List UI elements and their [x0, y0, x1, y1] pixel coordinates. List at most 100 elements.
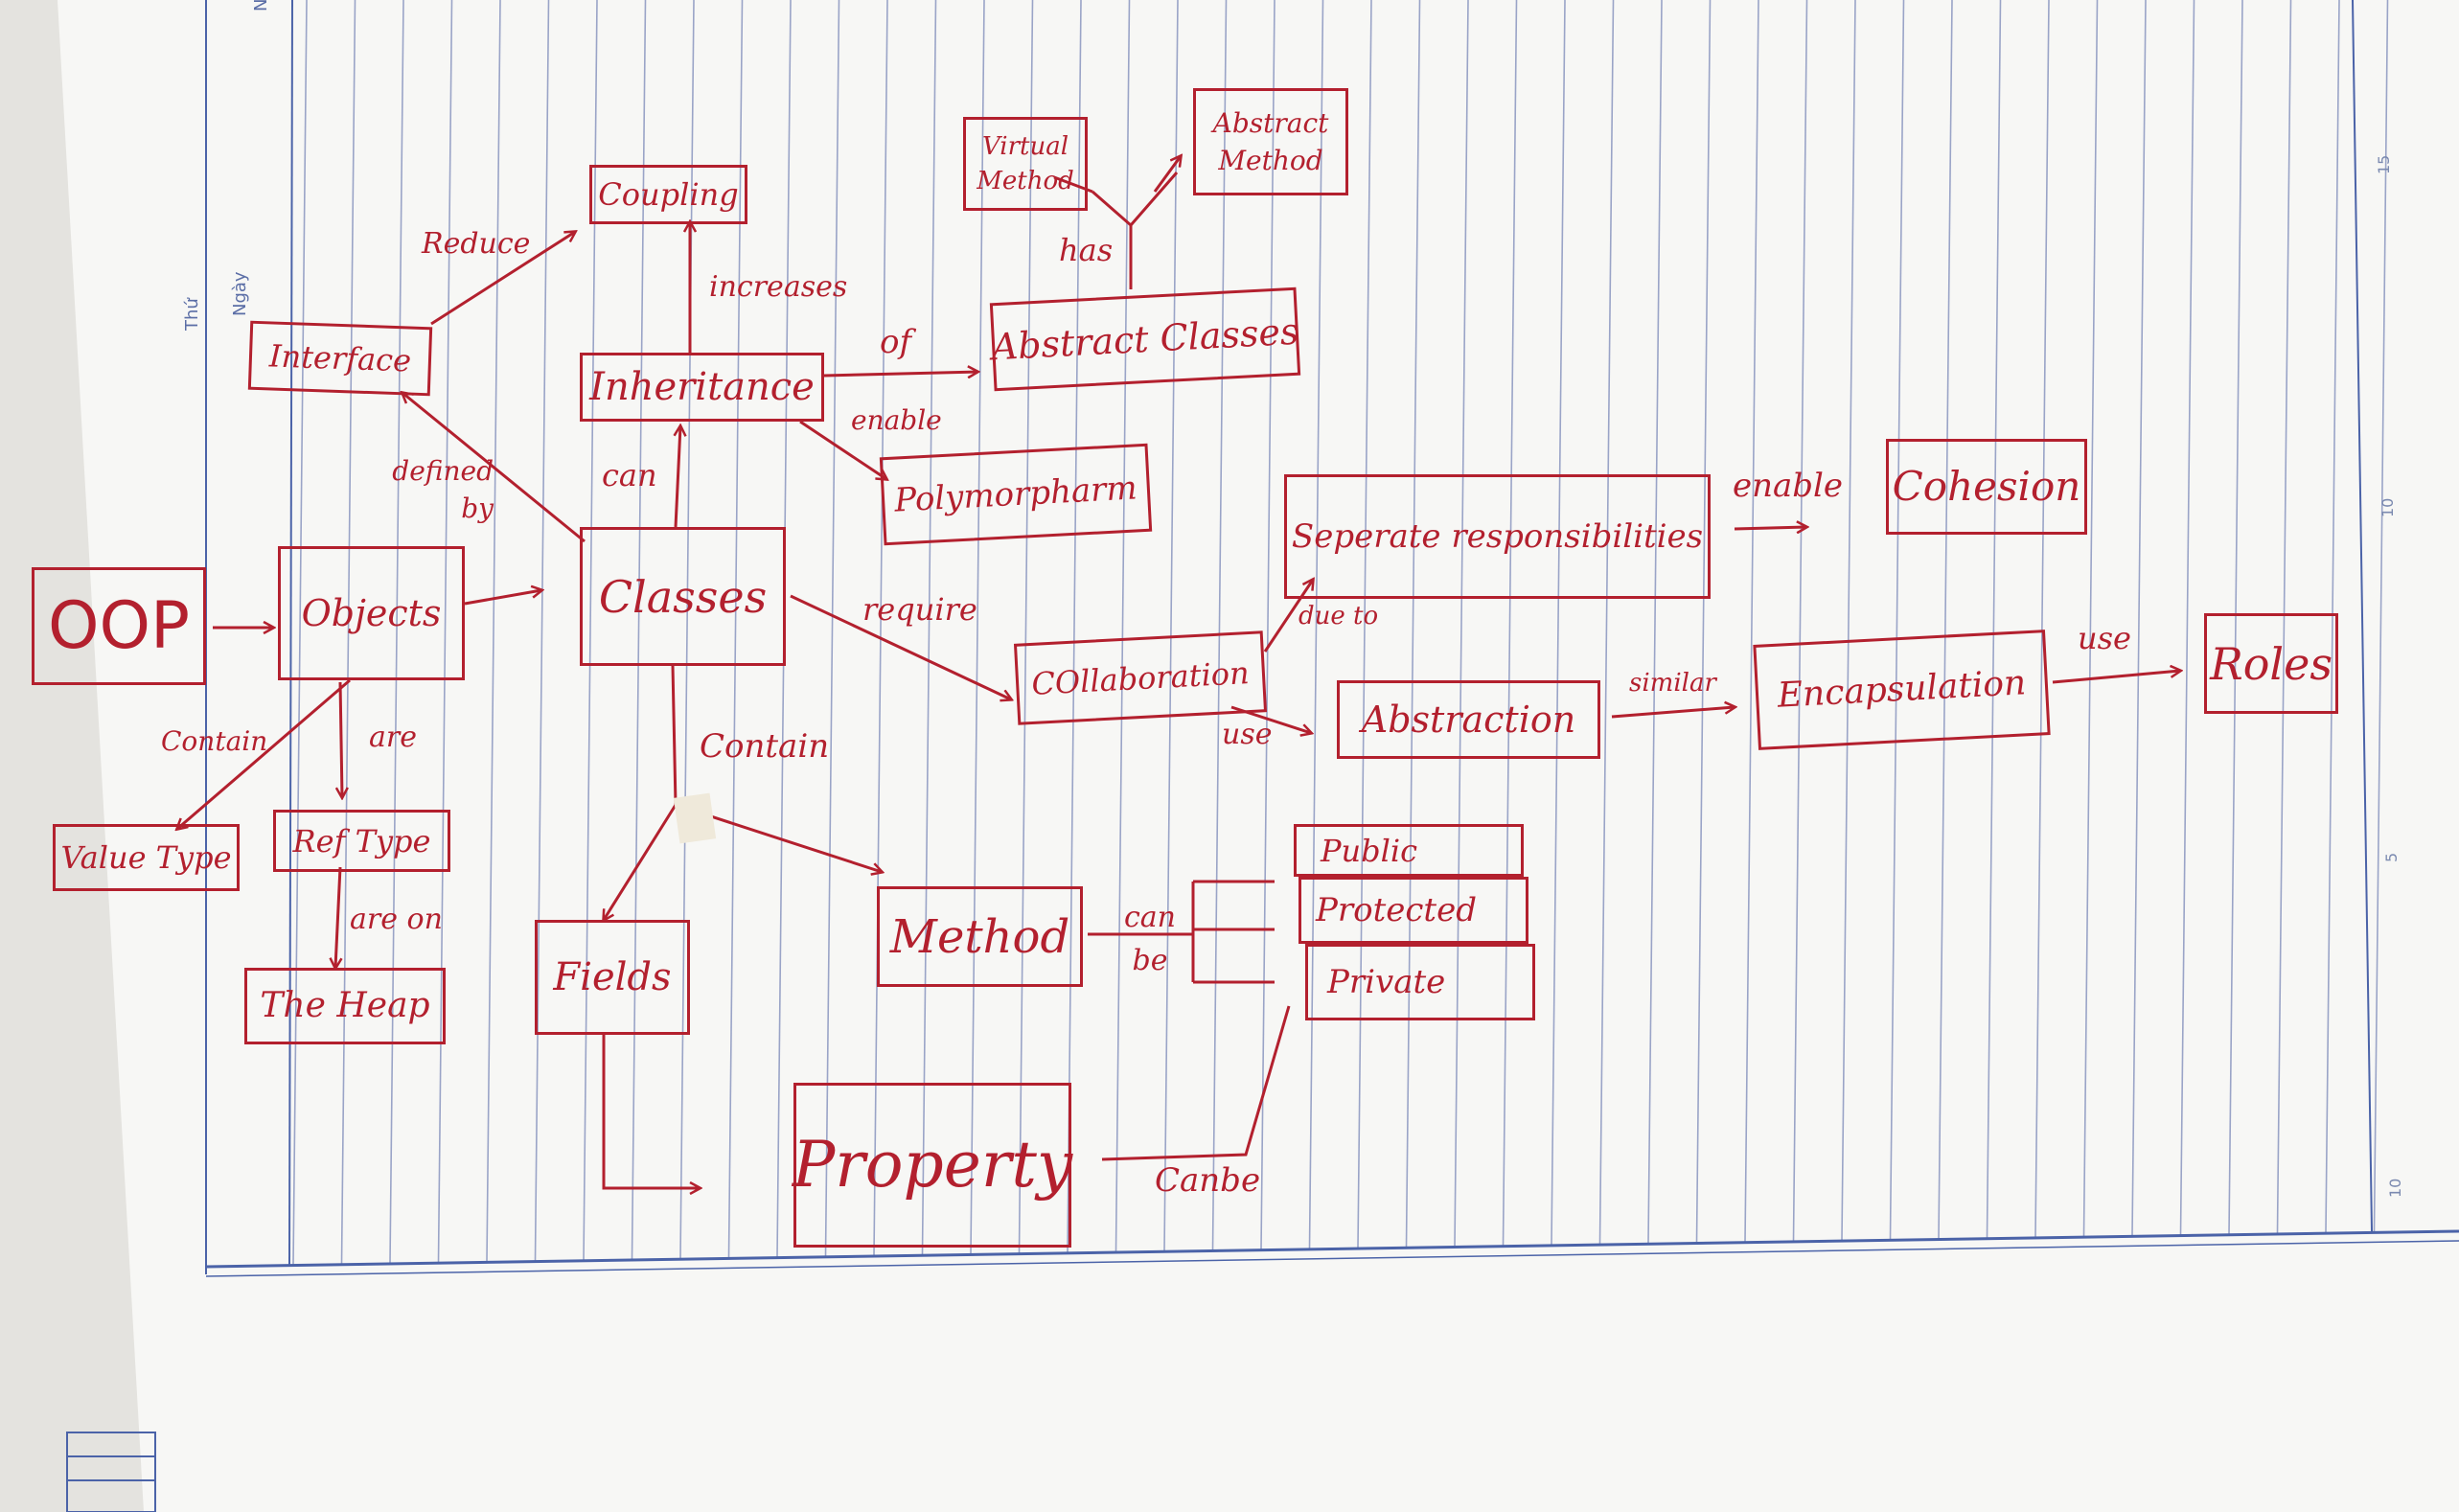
node-protected: Protected [1298, 877, 1528, 944]
ruled-line [1308, 0, 1324, 1249]
ruled-line [1502, 0, 1518, 1247]
ruled-line [1551, 0, 1566, 1246]
label-increases: increases [709, 270, 848, 304]
ruled-line [486, 0, 501, 1262]
node-the-heap: The Heap [244, 968, 446, 1044]
ruled-line [824, 0, 840, 1257]
ruled-line [1792, 0, 1808, 1242]
ruled-line [389, 0, 404, 1264]
node-virtual-method: Virtual Method [963, 117, 1088, 211]
edge-collaboration-abstraction [1230, 705, 1311, 733]
edge-encapsulation-roles [2052, 671, 2180, 684]
ruled-line [1889, 0, 1905, 1240]
node-encapsulation: Encapsulation [1753, 630, 2051, 750]
ruled-line [1405, 0, 1421, 1248]
edge-has-abstractmethod [1153, 156, 1181, 193]
node-abstraction: Abstraction [1337, 680, 1600, 759]
label-contain-classes: Contain [700, 727, 830, 766]
label-reduce: Reduce [422, 227, 531, 261]
edge-objects-classes [464, 590, 541, 606]
ruled-line [1695, 0, 1712, 1243]
node-inheritance: Inheritance [580, 353, 824, 422]
label-has: has [1059, 232, 1114, 268]
edge-classes-collaboration [790, 594, 1011, 699]
edge-property-access [1101, 1005, 1291, 1161]
node-interface: Interface [247, 320, 433, 397]
ruled-line [2373, 0, 2389, 1232]
node-private: Private [1305, 944, 1535, 1020]
node-public: Public [1294, 824, 1524, 877]
label-can-inherit: can [602, 457, 657, 493]
ruled-line [1260, 0, 1275, 1250]
label-similar: similar [1629, 669, 1716, 698]
label-contain-value: Contain [161, 725, 268, 757]
node-ref-type: Ref Type [273, 810, 450, 872]
edge-classes-fields [604, 804, 678, 920]
edge-inheritance-polymorphism [799, 420, 886, 479]
node-value-type: Value Type [53, 824, 240, 891]
edge-reftype-heap [335, 866, 340, 968]
node-abstract-classes: Abstract Classes [989, 286, 1301, 392]
node-polymorphism: Polymorpharm [879, 443, 1153, 546]
edge-interface-coupling [430, 232, 575, 326]
access-bracket [1191, 880, 1275, 984]
label-are-on: are on [350, 903, 443, 936]
ruled-line [1938, 0, 1953, 1239]
ruled-line [1115, 0, 1131, 1252]
node-method: Method [877, 886, 1083, 987]
label-due-to: due to [1298, 602, 1379, 630]
ruled-line [2082, 0, 2099, 1237]
ruled-line [873, 0, 888, 1256]
label-defined-by: defined by [392, 455, 494, 525]
node-roles: Roles [2204, 613, 2338, 714]
label-of: of [880, 323, 912, 361]
edge-inheritance-abstractclasses [823, 372, 977, 376]
ruled-line [2325, 0, 2340, 1233]
ruled-line [340, 0, 356, 1265]
edge-objects-reftype [340, 681, 342, 797]
ruled-line [2179, 0, 2195, 1235]
node-objects: Objects [278, 546, 465, 680]
node-abstract-method: Abstract Method [1193, 88, 1348, 195]
ruled-line [1357, 0, 1372, 1249]
label-canbe-property: Canbe [1155, 1161, 1261, 1200]
ruled-line [2228, 0, 2243, 1235]
ruled-line [534, 0, 550, 1262]
ruled-line [1454, 0, 1469, 1247]
node-oop: OOP [32, 567, 206, 685]
ruled-line [1647, 0, 1663, 1244]
ruled-line [1744, 0, 1759, 1243]
edge-classes-trunk [671, 665, 678, 806]
label-can-be-method: can be [1123, 901, 1176, 977]
edge-objects-valuetype [177, 678, 351, 829]
ruled-line [292, 0, 308, 1266]
label-use-roles: use [2078, 620, 2131, 656]
tape-mark [673, 792, 717, 844]
node-fields: Fields [535, 920, 690, 1035]
edge-collaboration-separate [1263, 580, 1313, 653]
edge-fields-property [602, 1035, 700, 1188]
label-use-abstraction: use [1222, 718, 1273, 751]
ruled-line [2276, 0, 2292, 1234]
node-cohesion: Cohesion [1886, 439, 2087, 535]
ruled-line [1163, 0, 1179, 1251]
ruled-line [631, 0, 647, 1260]
label-enable-poly: enable [851, 404, 942, 436]
ruled-line [2131, 0, 2147, 1236]
ruled-line [679, 0, 695, 1259]
edge-classes-inheritance [676, 426, 680, 528]
node-property: Property [793, 1083, 1072, 1248]
ruled-line [1598, 0, 1615, 1245]
node-classes: Classes [580, 527, 786, 666]
label-require: require [862, 591, 977, 628]
edge-classes-interface [402, 393, 586, 543]
ruled-line [1841, 0, 1856, 1241]
node-collaboration: COllaboration [1013, 630, 1268, 725]
ruled-line [1211, 0, 1228, 1250]
ruled-line [727, 0, 744, 1258]
ruled-line [1986, 0, 2002, 1239]
edge-abstraction-encapsulation [1611, 707, 1735, 719]
edge-separate-cohesion [1734, 527, 1806, 529]
